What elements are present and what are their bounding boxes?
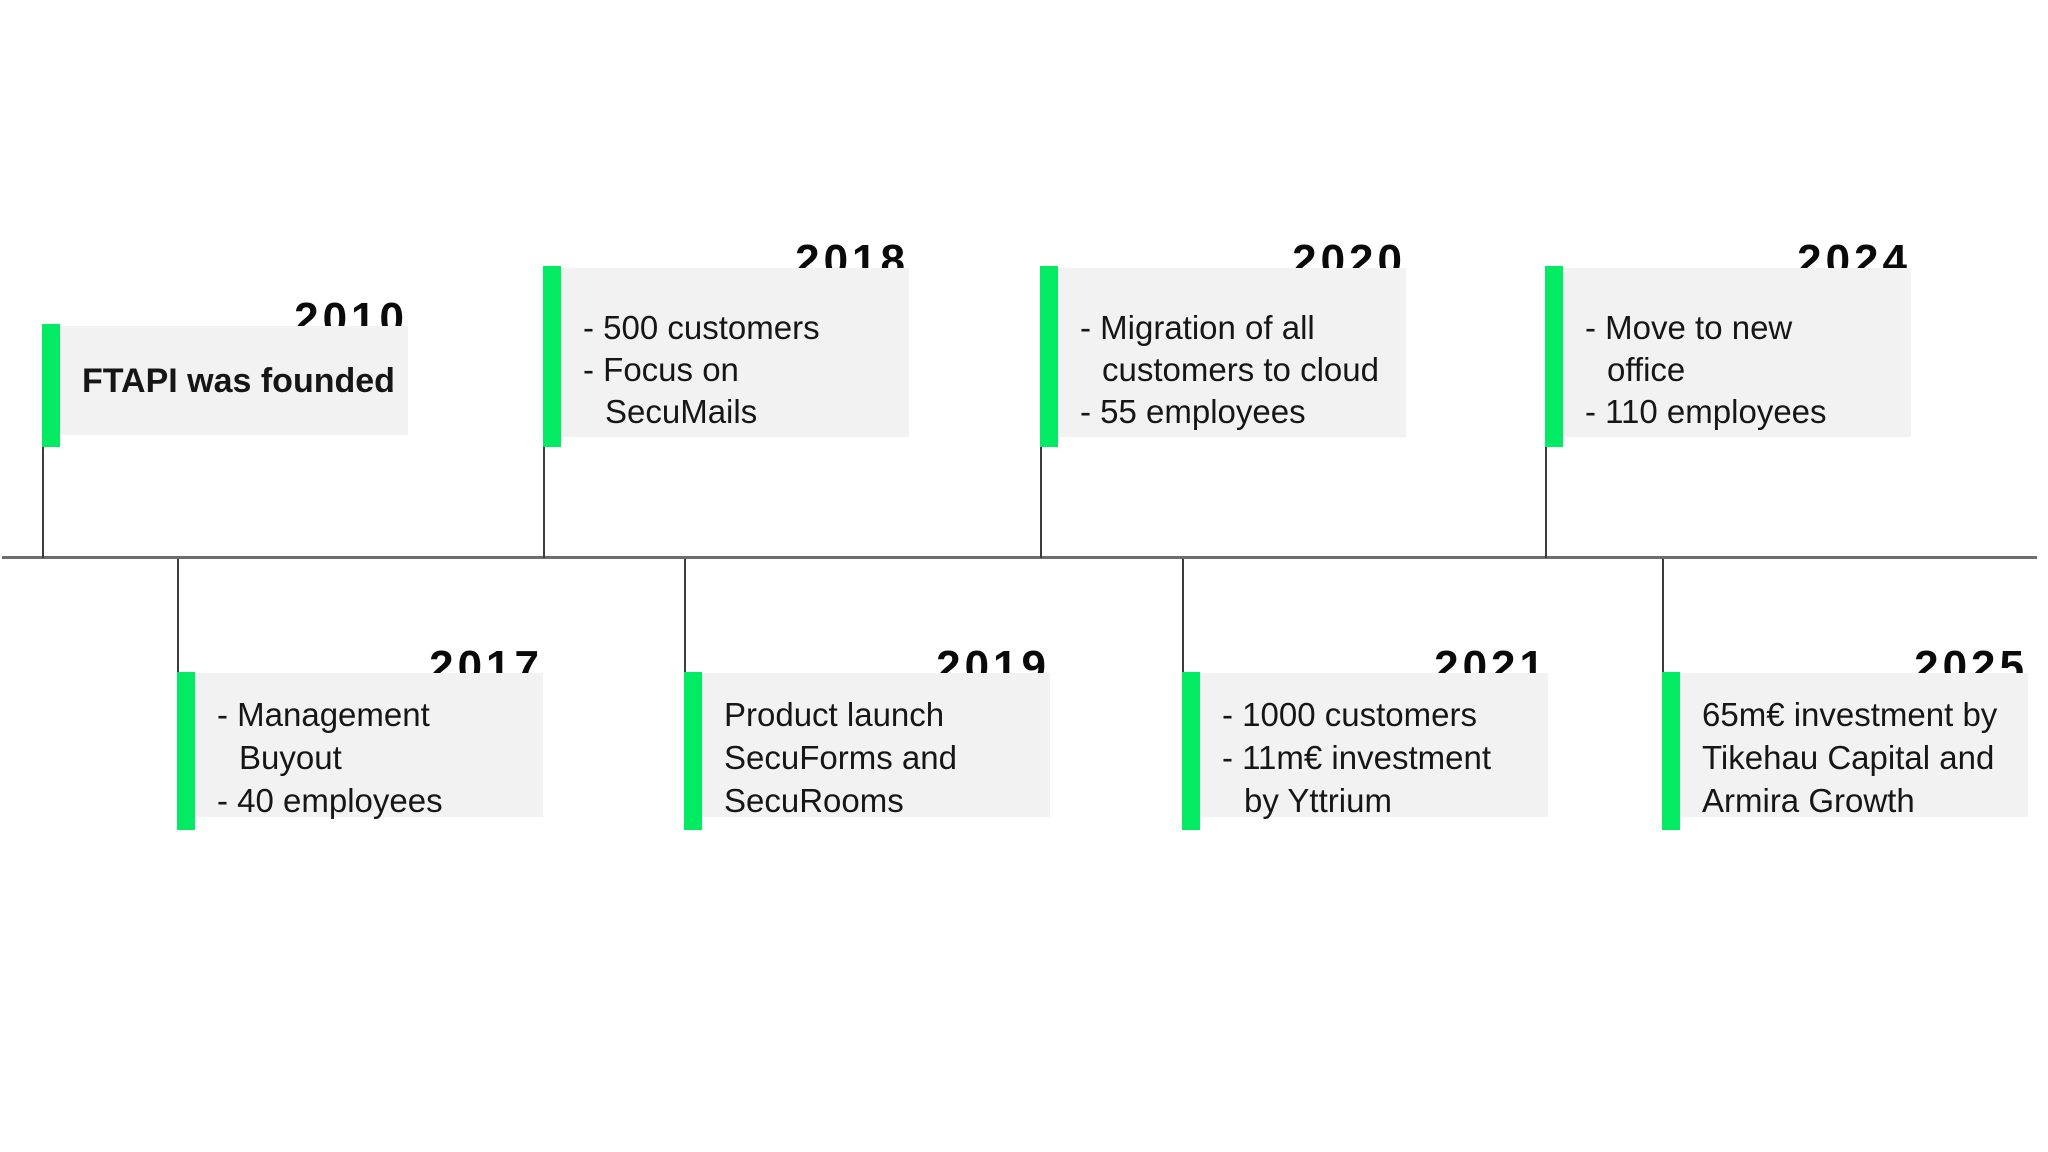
accent-bar <box>543 266 561 447</box>
connector-line <box>42 447 44 558</box>
accent-bar <box>684 672 702 830</box>
connector-line <box>1040 447 1042 558</box>
event-text-line: SecuRooms <box>724 782 904 819</box>
event-text-line: SecuMails <box>605 393 758 430</box>
event-card: Product launch SecuForms and SecuRooms <box>702 673 1050 819</box>
event-card: - Management Buyout - 40 employees <box>195 673 543 819</box>
accent-bar <box>1040 266 1058 447</box>
event-text-line: Armira Growth <box>1702 782 1915 819</box>
event-text-line: - 500 customers <box>583 309 820 346</box>
connector-line <box>1662 559 1664 672</box>
event-text-line: office <box>1607 351 1686 388</box>
accent-bar <box>42 324 60 447</box>
event-text-line: Tikehau Capital and <box>1702 739 1995 776</box>
event-text-line: - Migration of all <box>1080 309 1315 346</box>
event-text-line: Buyout <box>239 739 342 776</box>
event-text-line: Product launch <box>724 696 945 733</box>
accent-bar <box>177 672 195 830</box>
event-text-line: customers to cloud <box>1102 351 1379 388</box>
accent-bar <box>1182 672 1200 830</box>
connector-line <box>177 559 179 672</box>
event-text-line: - 11m€ investment <box>1222 739 1491 776</box>
event-text-line: 65m€ investment by <box>1702 696 1998 733</box>
timeline-axis <box>2 556 2037 559</box>
connector-line <box>1182 559 1184 672</box>
event-text-line: - 40 employees <box>217 782 443 819</box>
event-text-line: - 1000 customers <box>1222 696 1477 733</box>
event-card: - 500 customers - Focus on SecuMails <box>561 268 909 437</box>
event-text-line: - 55 employees <box>1080 393 1306 430</box>
event-text-line: - 110 employees <box>1585 393 1827 430</box>
event-text-line: FTAPI was founded <box>82 361 395 400</box>
event-card: FTAPI was founded <box>60 326 408 435</box>
event-card: 65m€ investment by Tikehau Capital and A… <box>1680 673 2028 819</box>
connector-line <box>1545 447 1547 558</box>
accent-bar <box>1662 672 1680 830</box>
event-card: - 1000 customers - 11m€ investment by Yt… <box>1200 673 1548 819</box>
event-text-line: - Management <box>217 696 430 733</box>
event-text-line: SecuForms and <box>724 739 957 776</box>
connector-line <box>543 447 545 558</box>
event-text-line: - Move to new <box>1585 309 1793 346</box>
event-text-line: by Yttrium <box>1244 782 1392 819</box>
event-card: - Migration of all customers to cloud - … <box>1058 268 1406 437</box>
event-text-line: - Focus on <box>583 351 739 388</box>
connector-line <box>684 559 686 672</box>
event-card: - Move to new office - 110 employees <box>1563 268 1911 437</box>
accent-bar <box>1545 266 1563 447</box>
